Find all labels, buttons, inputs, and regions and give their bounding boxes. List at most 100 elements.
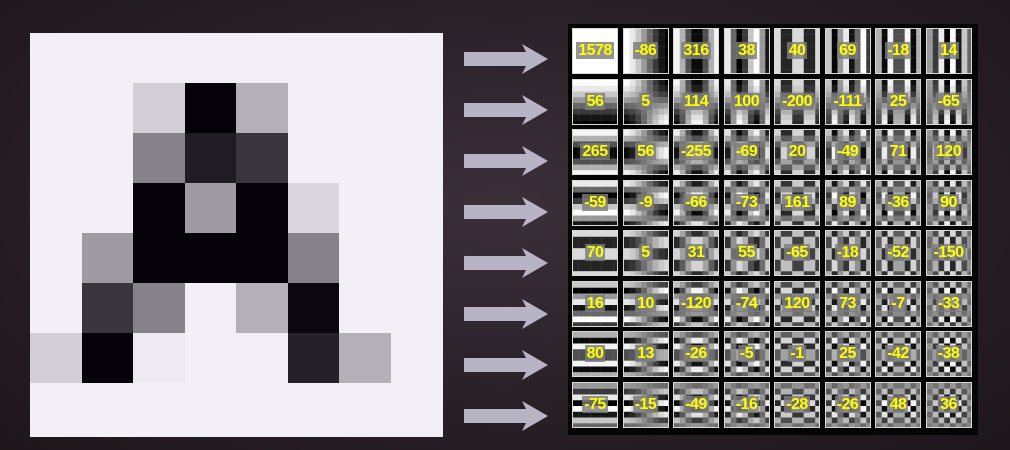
dct-basis-cell: -65 — [774, 230, 820, 276]
dct-basis-pattern — [826, 29, 871, 74]
dct-basis-pattern — [674, 181, 719, 226]
image-pixel — [82, 283, 134, 337]
image-pixel — [82, 33, 134, 87]
image-pixel — [288, 333, 340, 387]
dct-basis-cell: 71 — [875, 129, 921, 175]
dct-basis-cell: -33 — [926, 281, 972, 327]
image-pixel — [133, 283, 185, 337]
dct-basis-pattern — [927, 80, 972, 125]
dct-basis-pattern — [876, 383, 921, 428]
dct-basis-cell: 40 — [774, 28, 820, 74]
dct-basis-cell: -65 — [926, 79, 972, 125]
dct-basis-cell: 36 — [926, 382, 972, 428]
dct-basis-pattern — [876, 181, 921, 226]
image-pixel — [288, 33, 340, 87]
dct-basis-cell: -66 — [673, 180, 719, 226]
image-pixel — [236, 333, 288, 387]
dct-basis-pattern — [573, 332, 618, 377]
image-pixel — [185, 183, 237, 237]
image-pixel — [185, 83, 237, 137]
image-pixel — [82, 133, 134, 187]
dct-basis-cell: -86 — [623, 28, 669, 74]
image-pixel — [185, 133, 237, 187]
dct-basis-cell: 56 — [623, 129, 669, 175]
image-pixel — [391, 283, 443, 337]
image-pixel — [391, 333, 443, 387]
dct-basis-cell: 5 — [623, 230, 669, 276]
dct-basis-cell: -15 — [623, 382, 669, 428]
image-pixel — [288, 183, 340, 237]
dct-basis-pattern — [876, 332, 921, 377]
dct-basis-cell: -1 — [774, 331, 820, 377]
image-pixel — [185, 283, 237, 337]
image-pixel — [30, 333, 82, 387]
image-pixel — [185, 233, 237, 287]
dct-basis-cell: 1578 — [572, 28, 618, 74]
dct-basis-pattern — [624, 29, 669, 74]
image-pixel — [391, 133, 443, 187]
dct-basis-cell: 120 — [926, 129, 972, 175]
dct-basis-cell: -38 — [926, 331, 972, 377]
right-arrow-icon — [464, 44, 548, 74]
dct-basis-cell: -150 — [926, 230, 972, 276]
image-pixel — [391, 33, 443, 87]
image-pixel — [185, 33, 237, 87]
image-pixel — [339, 33, 391, 87]
dct-basis-pattern — [725, 181, 770, 226]
image-pixel — [30, 233, 82, 287]
dct-basis-cell: -52 — [875, 230, 921, 276]
dct-basis-pattern — [775, 130, 820, 175]
image-pixel — [339, 183, 391, 237]
dct-basis-cell: 16 — [572, 281, 618, 327]
dct-basis-cell: 56 — [572, 79, 618, 125]
dct-basis-cell: -7 — [875, 281, 921, 327]
dct-basis-cell: -26 — [673, 331, 719, 377]
dct-basis-pattern — [775, 231, 820, 276]
dct-basis-pattern — [624, 181, 669, 226]
dct-basis-cell: -28 — [774, 382, 820, 428]
image-pixel — [133, 183, 185, 237]
image-pixel — [133, 333, 185, 387]
image-pixel — [288, 133, 340, 187]
dct-basis-cell: -26 — [825, 382, 871, 428]
image-pixel — [339, 283, 391, 337]
dct-basis-pattern — [725, 332, 770, 377]
image-pixel — [30, 283, 82, 337]
image-pixel — [82, 233, 134, 287]
image-pixel — [339, 133, 391, 187]
image-pixel — [288, 383, 340, 437]
dct-basis-pattern — [674, 282, 719, 327]
dct-basis-cell: 55 — [724, 230, 770, 276]
dct-basis-cell: -73 — [724, 180, 770, 226]
dct-basis-pattern — [624, 383, 669, 428]
dct-basis-pattern — [725, 80, 770, 125]
image-pixel — [236, 233, 288, 287]
image-pixel — [30, 183, 82, 237]
dct-basis-cell: -75 — [572, 382, 618, 428]
image-pixel — [236, 383, 288, 437]
dct-basis-pattern — [775, 181, 820, 226]
image-pixel — [339, 383, 391, 437]
dct-basis-pattern — [826, 231, 871, 276]
image-pixel — [133, 133, 185, 187]
image-pixel — [30, 33, 82, 87]
dct-basis-pattern — [826, 80, 871, 125]
image-pixel — [30, 383, 82, 437]
dct-basis-cell: 20 — [774, 129, 820, 175]
image-pixel — [236, 83, 288, 137]
dct-basis-cell: -69 — [724, 129, 770, 175]
dct-basis-pattern — [775, 29, 820, 74]
dct-basis-pattern — [725, 231, 770, 276]
dct-basis-cell: -200 — [774, 79, 820, 125]
dct-basis-pattern — [573, 181, 618, 226]
dct-basis-cell: 31 — [673, 230, 719, 276]
dct-basis-cell: -74 — [724, 281, 770, 327]
dct-basis-cell: 69 — [825, 28, 871, 74]
dct-basis-pattern — [927, 282, 972, 327]
dct-basis-cell: -16 — [724, 382, 770, 428]
dct-basis-cell: -5 — [724, 331, 770, 377]
dct-basis-pattern — [826, 383, 871, 428]
dct-basis-cell: 38 — [724, 28, 770, 74]
dct-basis-pattern — [927, 130, 972, 175]
